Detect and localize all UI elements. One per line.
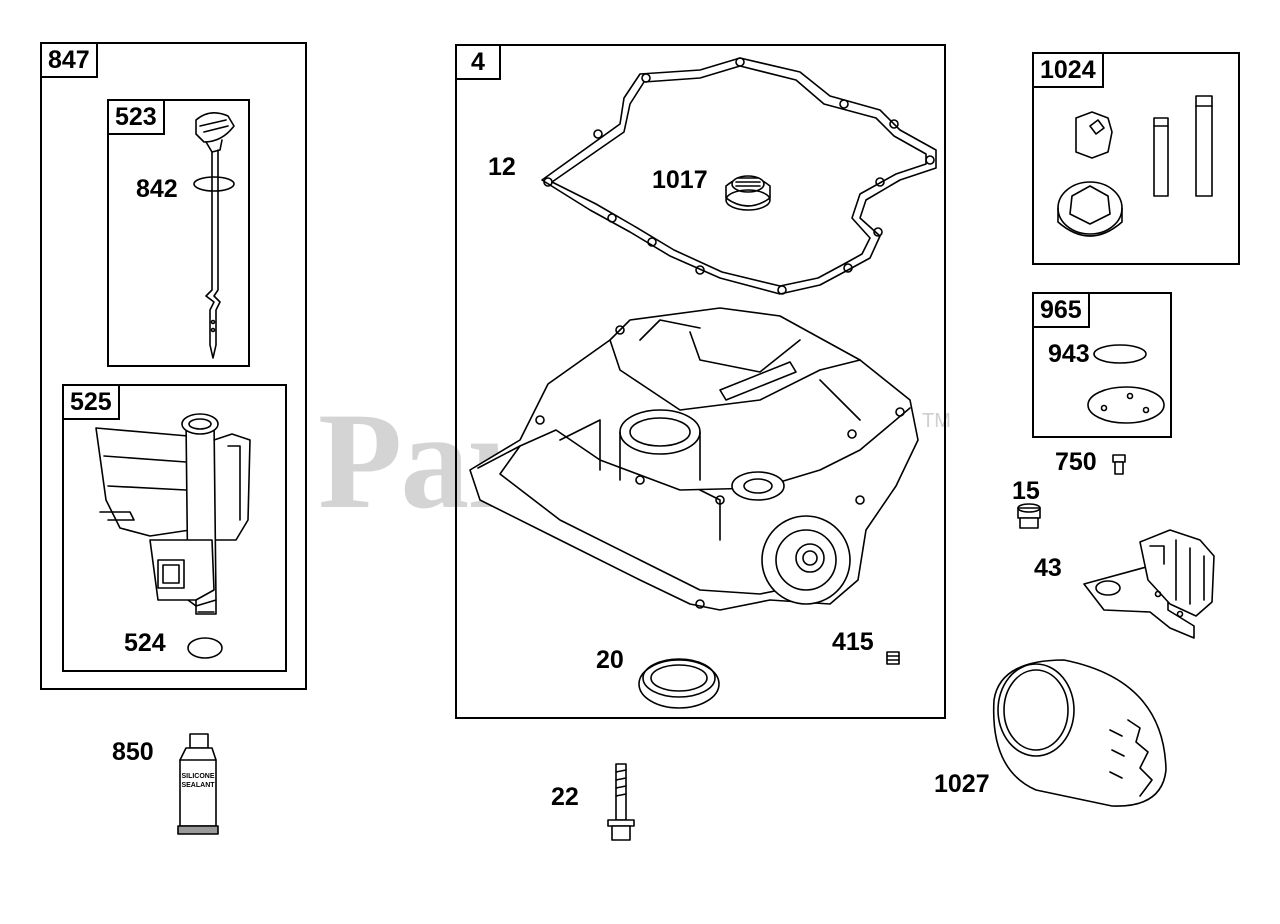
kit-box-523: 523 xyxy=(107,99,250,367)
kit-label-4[interactable]: 4 xyxy=(455,44,501,80)
oil-pump-rotor-kit[interactable] xyxy=(1057,95,1213,237)
dipstick-part[interactable] xyxy=(195,112,235,359)
kit-box-965: 965 xyxy=(1032,292,1172,438)
kit-label-523[interactable]: 523 xyxy=(107,99,165,135)
callout-842[interactable]: 842 xyxy=(136,175,178,203)
kit-box-4: 4 xyxy=(455,44,946,719)
small-plug[interactable] xyxy=(886,651,900,665)
sealant-label-line1: SILICONE xyxy=(181,773,214,780)
oil-seal[interactable] xyxy=(638,658,720,709)
governor-bracket[interactable] xyxy=(1083,529,1215,639)
dipstick-tube-assembly[interactable] xyxy=(95,413,251,615)
callout-22[interactable]: 22 xyxy=(551,783,579,811)
callout-850[interactable]: 850 xyxy=(112,738,154,766)
kit-label-847[interactable]: 847 xyxy=(40,42,98,78)
kit-box-525: 525 xyxy=(62,384,287,672)
kit-label-965[interactable]: 965 xyxy=(1032,292,1090,328)
engine-sump-housing[interactable] xyxy=(469,307,919,611)
callout-415[interactable]: 415 xyxy=(832,628,874,656)
pump-cover-o-ring[interactable] xyxy=(1093,344,1147,364)
gasket-bolt-holes xyxy=(543,57,935,295)
callout-1027[interactable]: 1027 xyxy=(934,770,990,798)
watermark-trademark: TM xyxy=(922,410,951,432)
kit-label-1024[interactable]: 1024 xyxy=(1032,52,1104,88)
oil-filter[interactable] xyxy=(992,659,1167,807)
callout-943[interactable]: 943 xyxy=(1048,340,1090,368)
callout-12[interactable]: 12 xyxy=(488,153,516,181)
kit-box-847: 847 xyxy=(40,42,307,690)
sump-gasket[interactable] xyxy=(541,57,937,295)
callout-15[interactable]: 15 xyxy=(1012,477,1040,505)
oil-pickup-screen[interactable] xyxy=(725,175,771,211)
tube-o-ring[interactable] xyxy=(187,637,223,659)
callout-524[interactable]: 524 xyxy=(124,629,166,657)
callout-750[interactable]: 750 xyxy=(1055,448,1097,476)
callout-1017[interactable]: 1017 xyxy=(652,166,708,194)
pump-cover[interactable] xyxy=(1087,386,1165,424)
cover-screw[interactable] xyxy=(1112,454,1126,475)
sump-bolt[interactable] xyxy=(607,763,635,841)
kit-box-1024: 1024 xyxy=(1032,52,1240,265)
kit-label-525[interactable]: 525 xyxy=(62,384,120,420)
drain-plug[interactable] xyxy=(1017,503,1041,529)
callout-20[interactable]: 20 xyxy=(596,646,624,674)
dipstick-o-ring[interactable] xyxy=(193,176,235,192)
sealant-label-line2: SEALANT xyxy=(181,782,215,789)
silicone-sealant-tube[interactable] xyxy=(177,733,219,835)
callout-43[interactable]: 43 xyxy=(1034,554,1062,582)
